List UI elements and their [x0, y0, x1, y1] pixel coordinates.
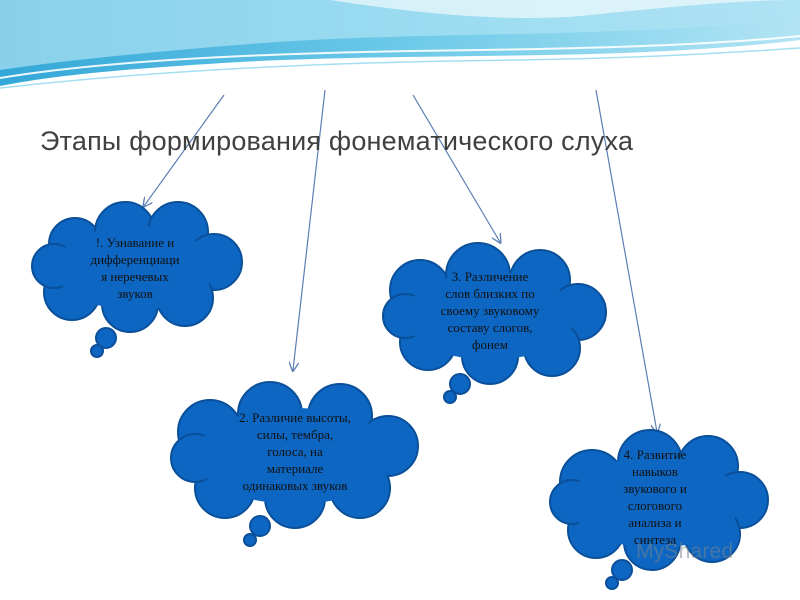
stage-1-text: !. Узнавание и дифференциаци я неречевых…	[90, 235, 180, 301]
thought-cloud-4	[549, 429, 769, 590]
watermark: MyShared	[636, 540, 733, 564]
stage-2-text: 2. Различие высоты, силы, тембра, голоса…	[239, 410, 351, 493]
thought-cloud-3	[382, 242, 607, 404]
arrow-to-stage-4	[595, 89, 657, 432]
top-wave-decoration	[0, 0, 800, 89]
stage-4-text: 4. Развитие навыков звукового и слоговог…	[623, 447, 687, 547]
thought-cloud-2	[170, 381, 419, 547]
thought-cloud-1	[31, 201, 243, 358]
stage-3-text: 3. Различение слов близких по своему зву…	[440, 269, 540, 352]
slide-title: Этапы формирования фонематического слуха	[40, 126, 634, 156]
arrow-to-stage-2	[293, 89, 326, 370]
watermark-text: MyShared	[636, 540, 734, 563]
arrow-to-stage-1	[144, 94, 225, 206]
arrow-to-stage-3	[412, 94, 500, 242]
